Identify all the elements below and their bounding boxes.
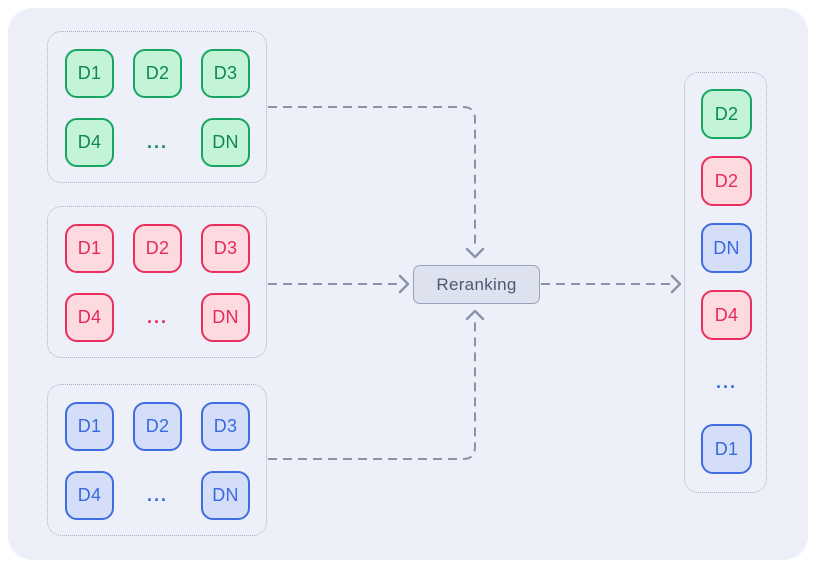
doc-cell: DN [201, 118, 250, 167]
doc-cell: D2 [133, 49, 182, 98]
doc-cell: DN [201, 293, 250, 342]
doc-cell: D3 [201, 49, 250, 98]
doc-cell: D4 [65, 118, 114, 167]
ellipsis-label: ... [715, 371, 737, 392]
doc-cell: D3 [201, 224, 250, 273]
ellipsis-label: ... [146, 485, 168, 505]
retrieved-set-1: D1 D2 D3 D4 ... DN [47, 31, 267, 183]
doc-cell: D2 [133, 402, 182, 451]
doc-cell: D4 [65, 293, 114, 342]
doc-cell: DN [701, 223, 752, 273]
doc-cell: D1 [65, 49, 114, 98]
doc-cell: D2 [701, 156, 752, 206]
doc-cell: D2 [701, 89, 752, 139]
retrieved-set-3: D1 D2 D3 D4 ... DN [47, 384, 267, 536]
doc-cell: D3 [201, 402, 250, 451]
ellipsis-label: ... [146, 132, 168, 152]
doc-cell: D2 [133, 224, 182, 273]
retrieved-set-2: D1 D2 D3 D4 ... DN [47, 206, 267, 358]
reranking-node: Reranking [413, 265, 540, 304]
doc-cell: D1 [65, 402, 114, 451]
doc-cell: D1 [65, 224, 114, 273]
doc-cell: D4 [65, 471, 114, 520]
doc-cell: D1 [701, 424, 752, 474]
ellipsis-label: ... [146, 307, 168, 327]
doc-cell: D4 [701, 290, 752, 340]
doc-cell: DN [201, 471, 250, 520]
reranked-output-set: D2 D2 DN D4 ... D1 [684, 72, 767, 493]
